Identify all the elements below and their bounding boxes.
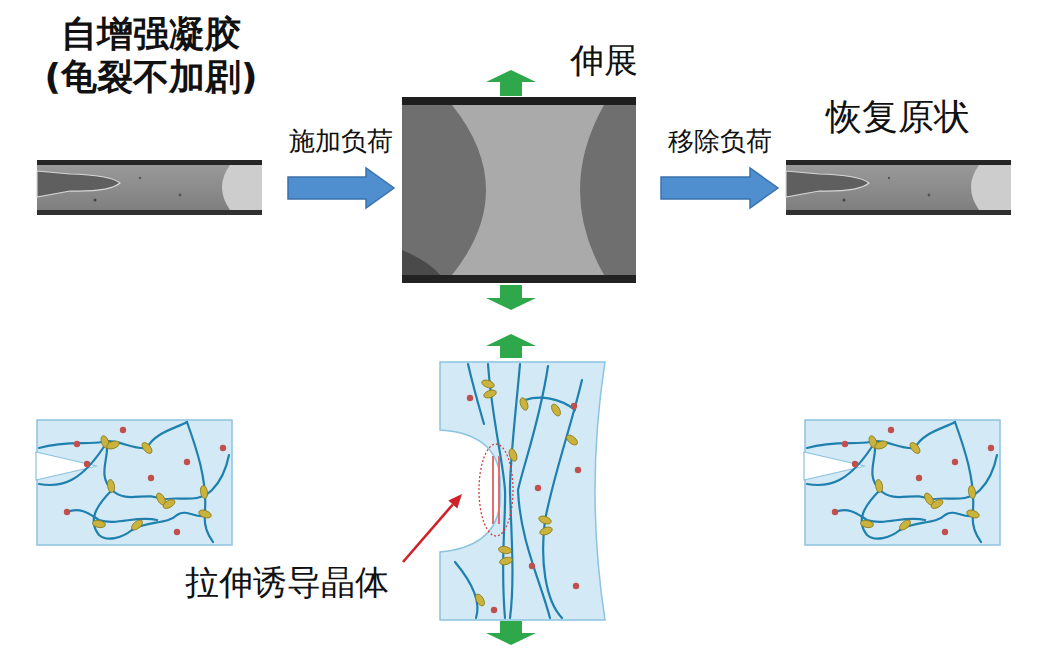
block-arrow — [661, 168, 778, 208]
photo-panel: 伸展 — [402, 40, 655, 283]
callout-label: 拉伸诱导晶体 — [185, 562, 389, 603]
arrow-label: 施加负荷 — [289, 126, 393, 157]
block-arrow — [288, 168, 394, 208]
photo-panel: 自增强凝胶 (龟裂不加剧) — [20, 12, 282, 215]
panel-heading: 恢复原状 — [786, 95, 1010, 138]
arrow-label: 移除负荷 — [668, 126, 772, 157]
panel-heading: 伸展 — [570, 40, 638, 81]
photo-panel: 恢复原状 — [786, 95, 1010, 215]
panel-heading: 自增强凝胶 (龟裂不加剧) — [20, 12, 282, 98]
